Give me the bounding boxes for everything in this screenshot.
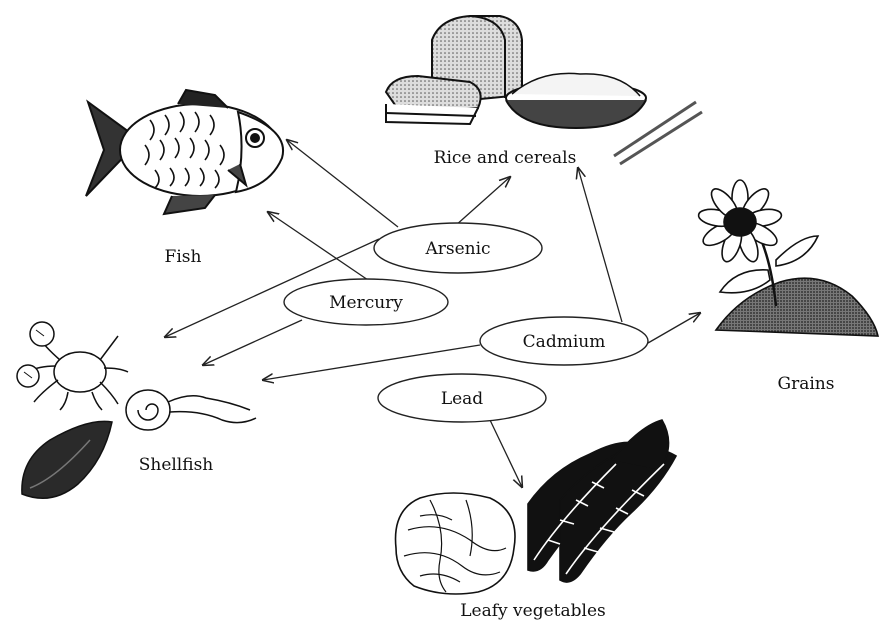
bread-rice-icon xyxy=(386,16,702,164)
label-fish: Fish xyxy=(165,247,202,267)
label-cadmium: Cadmium xyxy=(523,332,606,352)
arrow-cadmium-grains xyxy=(648,313,700,343)
shellfish-icon xyxy=(17,322,256,498)
label-lead: Lead xyxy=(441,389,483,409)
sunflower-grains-icon xyxy=(697,180,878,336)
arrow-cadmium-rice xyxy=(578,168,622,322)
arrow-lead-leafy xyxy=(490,420,522,487)
label-mercury: Mercury xyxy=(329,293,403,313)
label-arsenic: Arsenic xyxy=(424,239,490,259)
label-rice-and-cereals: Rice and cereals xyxy=(434,148,577,168)
node-lead: Lead xyxy=(378,374,546,422)
fish-icon xyxy=(86,90,283,214)
arrow-arsenic-rice xyxy=(455,177,510,226)
label-grains: Grains xyxy=(778,374,835,394)
label-shellfish: Shellfish xyxy=(139,455,214,475)
label-leafy-vegetables: Leafy vegetables xyxy=(460,601,605,621)
node-mercury: Mercury xyxy=(284,279,448,325)
node-cadmium: Cadmium xyxy=(480,317,648,365)
leafy-vegetables-icon xyxy=(396,420,677,594)
arrow-mercury-fish xyxy=(268,212,368,280)
arrow-arsenic-fish xyxy=(287,140,398,227)
arrow-mercury-shellfish xyxy=(203,320,302,365)
node-arsenic: Arsenic xyxy=(374,223,542,273)
